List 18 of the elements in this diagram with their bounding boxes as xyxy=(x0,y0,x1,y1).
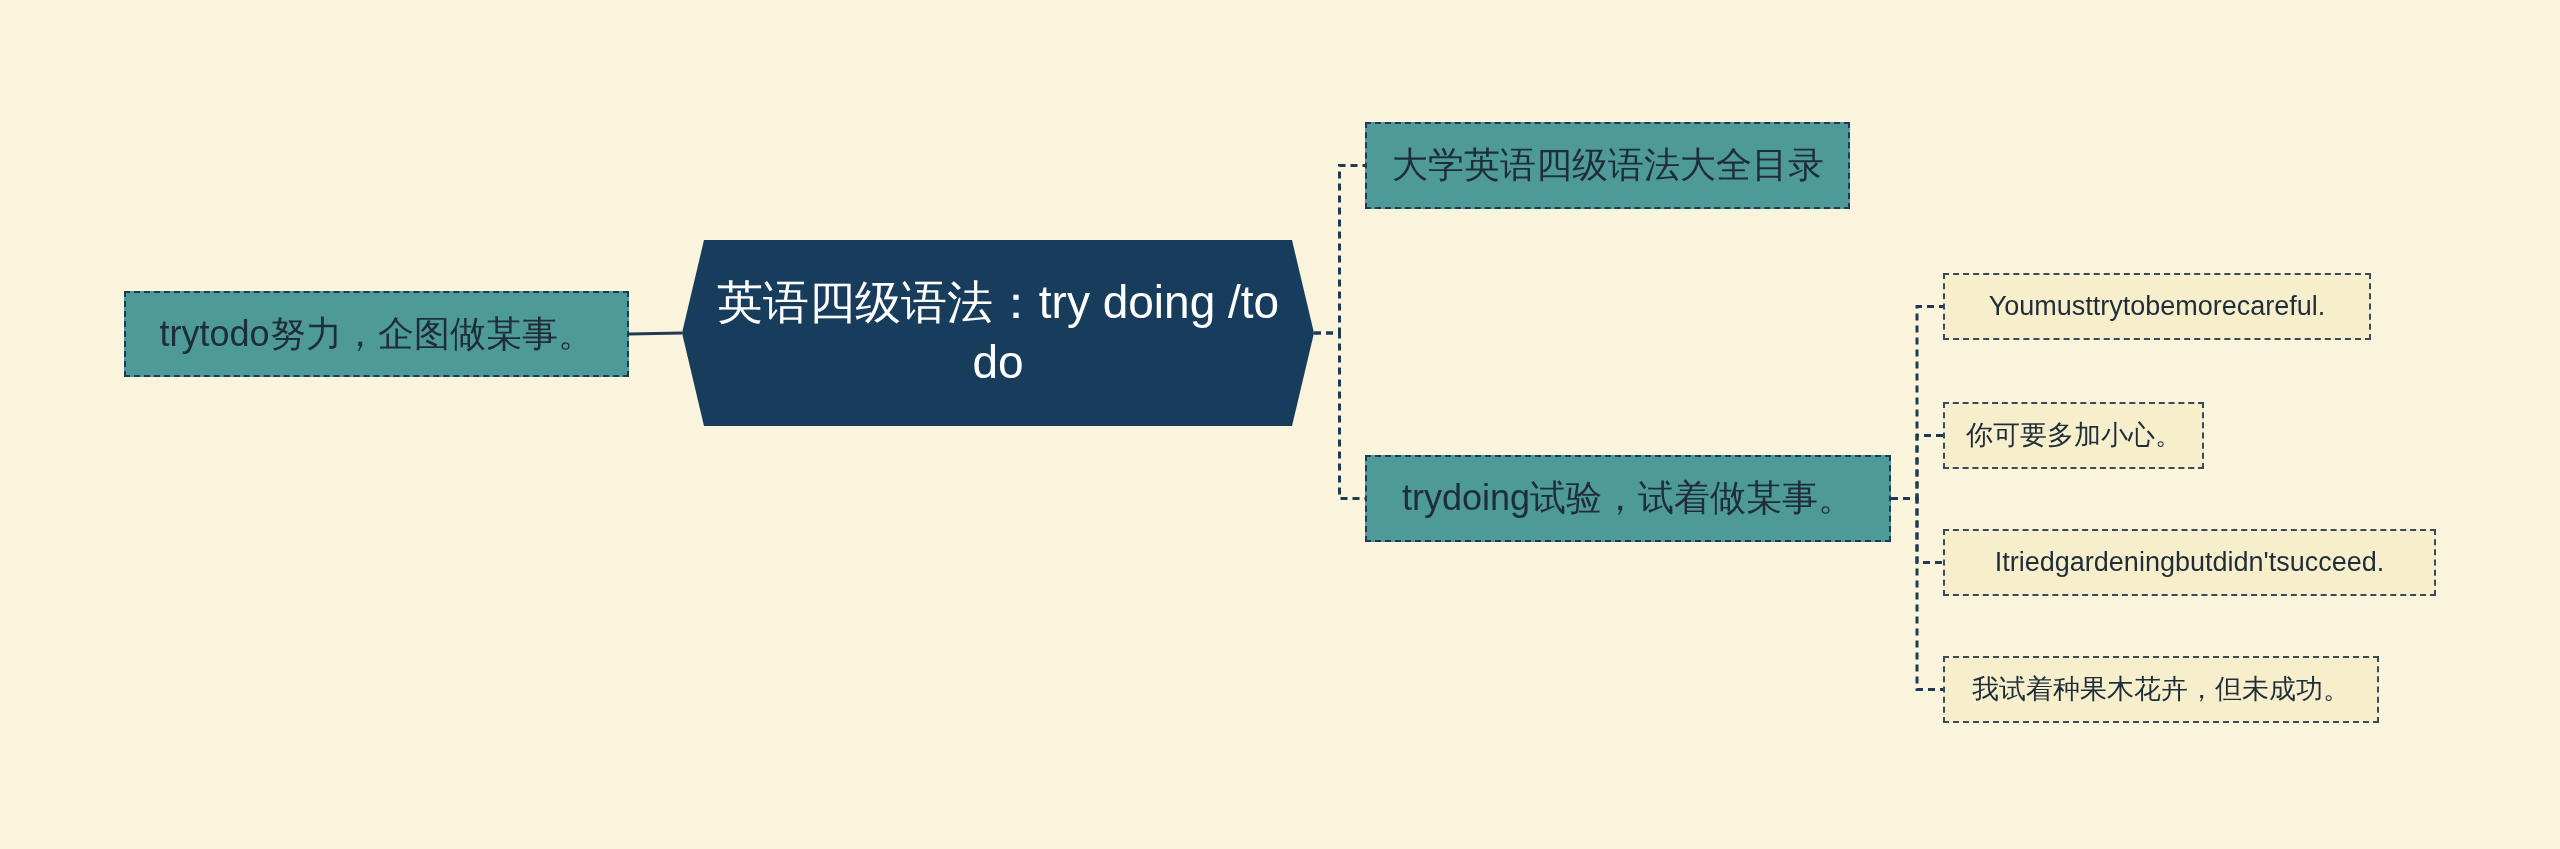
topic-box xyxy=(1365,455,1891,542)
node-text: trytodo努力，企图做某事。 xyxy=(159,311,594,356)
node-text: 我试着种果木花卉，但未成功。 xyxy=(1972,672,2350,706)
node-text: trydoing试验，试着做某事。 xyxy=(1401,476,1855,521)
subtopic-box xyxy=(1943,402,2204,469)
node-text: Youmusttrytobemorecareful. xyxy=(1988,289,2326,323)
node-text: 大学英语四级语法大全目录 xyxy=(1391,143,1824,188)
node-text: Itriedgardeningbutdidn'tsucceed. xyxy=(1994,545,2385,579)
node-text: 英语四级语法：try doing /to do xyxy=(715,275,1281,390)
subtopic-box xyxy=(1943,273,2371,340)
connector-line xyxy=(628,331,683,336)
connector-line xyxy=(1891,497,1943,691)
topic-box xyxy=(124,291,629,377)
subtopic-box xyxy=(1943,656,2379,723)
node-text: 你可要多加小心。 xyxy=(1965,418,2182,452)
topic-box xyxy=(1365,122,1850,209)
hexagon-node xyxy=(682,240,1314,426)
subtopic-box xyxy=(1943,529,2436,596)
